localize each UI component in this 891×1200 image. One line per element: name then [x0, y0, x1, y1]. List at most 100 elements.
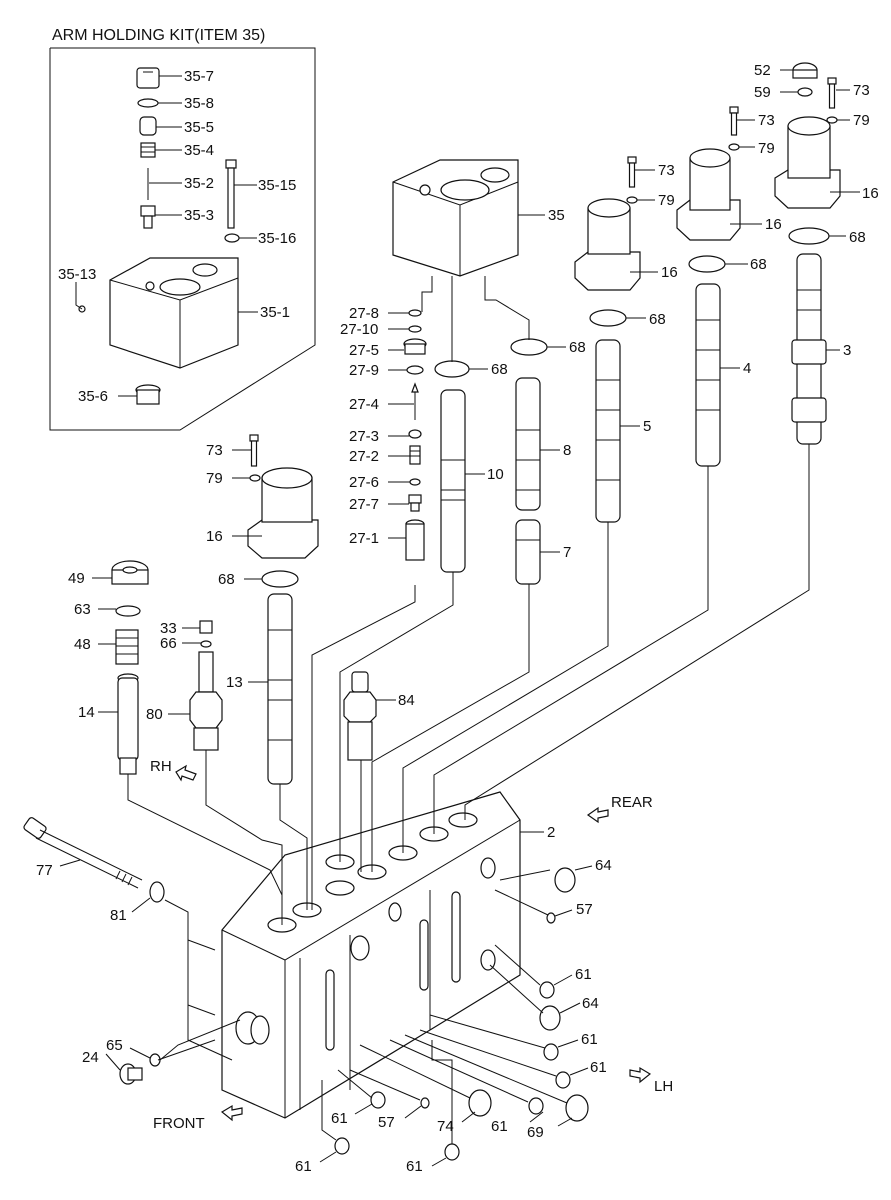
label-48: 48: [74, 636, 91, 653]
part-27-3: [408, 429, 422, 439]
spool-10: [440, 389, 466, 573]
arm-holding-kit-inset: ARM HOLDING KIT(ITEM 35): [49, 27, 316, 431]
label-5: 5: [643, 418, 651, 435]
part-79-b: [626, 196, 638, 204]
seal-57-b: [420, 1097, 430, 1109]
label-35-6: 35-6: [78, 388, 108, 405]
label-27-8: 27-8: [349, 305, 379, 322]
label-79-a: 79: [206, 470, 223, 487]
label-66: 66: [160, 635, 177, 652]
label-24: 24: [82, 1049, 99, 1066]
label-7: 7: [563, 544, 571, 561]
label-68-f: 68: [849, 229, 866, 246]
solenoid-16-c: [676, 148, 741, 241]
part-48: [115, 629, 139, 665]
label-61-a: 61: [575, 966, 592, 983]
part-27-9: [406, 365, 424, 375]
label-35-4: 35-4: [184, 142, 214, 159]
label-35-16: 35-16: [258, 230, 296, 247]
label-79-d: 79: [853, 112, 870, 129]
label-27-1: 27-1: [349, 530, 379, 547]
label-4: 4: [743, 360, 751, 377]
solenoid-16-d: [774, 116, 841, 209]
part-59: [797, 87, 813, 97]
oring-68-d: [589, 309, 627, 327]
label-2: 2: [547, 824, 555, 841]
label-27-10: 27-10: [340, 321, 378, 338]
part-27-4: [411, 382, 419, 420]
label-8: 8: [563, 442, 571, 459]
label-64-a: 64: [595, 857, 612, 874]
part-27-8: [408, 309, 422, 317]
solenoid-16-b: [574, 198, 641, 291]
spool-3: [791, 253, 827, 445]
part-73-c: [729, 106, 739, 136]
part-84: [343, 671, 377, 761]
arm-holding-block-35: [392, 159, 519, 277]
label-leaders: [59, 69, 860, 1167]
label-68-c: 68: [569, 339, 586, 356]
lh-arrow-icon: [629, 1066, 652, 1084]
oring-68-e: [688, 255, 726, 273]
part-33: [199, 620, 213, 634]
label-35-8: 35-8: [184, 95, 214, 112]
part-35-16: [224, 233, 240, 243]
direction-arrow-icons: [175, 764, 652, 1122]
seal-64-b: [539, 1005, 561, 1031]
spool-7: [515, 519, 541, 585]
front-arrow-icon: [220, 1104, 243, 1122]
part-52: [792, 62, 818, 79]
part-73-d: [827, 77, 837, 109]
part-35-7: [136, 67, 160, 89]
part-27-10: [408, 325, 422, 333]
label-10: 10: [487, 466, 504, 483]
label-79-c: 79: [758, 140, 775, 157]
seal-61-d: [528, 1097, 544, 1115]
part-14: [117, 673, 139, 775]
spool-13: [267, 593, 293, 785]
label-35-1: 35-1: [260, 304, 290, 321]
kit-title: ARM HOLDING KIT(ITEM 35): [52, 27, 265, 44]
part-27-2: [409, 445, 421, 465]
rh-arrow-icon: [175, 764, 197, 782]
label-27-3: 27-3: [349, 428, 379, 445]
label-68-a: 68: [218, 571, 235, 588]
part-79-c: [728, 143, 740, 151]
label-61-c: 61: [590, 1059, 607, 1076]
label-65: 65: [106, 1037, 123, 1054]
part-79-a: [249, 474, 261, 482]
label-35-13: 35-13: [58, 266, 96, 283]
oring-68-b: [434, 360, 470, 378]
label-16-d: 16: [862, 185, 879, 202]
solenoid-16-a: [247, 467, 319, 559]
part-63: [115, 605, 141, 617]
part-27-7: [408, 494, 422, 512]
label-73-c: 73: [758, 112, 775, 129]
label-rh: RH: [150, 758, 172, 775]
part-27-5: [403, 338, 427, 355]
part-35-1: [109, 257, 239, 369]
label-68-d: 68: [649, 311, 666, 328]
part-73-b: [627, 156, 637, 188]
label-16-a: 16: [206, 528, 223, 545]
bolt-77: [23, 817, 143, 889]
seal-57-a: [546, 912, 556, 924]
label-74: 74: [437, 1118, 454, 1135]
part-35-4: [140, 142, 156, 158]
label-27-4: 27-4: [349, 396, 379, 413]
label-81: 81: [110, 907, 127, 924]
washer-81: [149, 881, 165, 903]
part-49: [111, 560, 149, 585]
label-27-9: 27-9: [349, 362, 379, 379]
label-27-2: 27-2: [349, 448, 379, 465]
part-35-8: [137, 98, 159, 108]
seal-61-c: [555, 1071, 571, 1089]
part-35-5: [139, 116, 157, 136]
connection-lines: [127, 276, 810, 1144]
part-27-1: [405, 519, 425, 561]
label-14: 14: [78, 704, 95, 721]
part-labels: 52 59 73 79 16 68 3 73 79 16 68 4 73 79 …: [36, 62, 879, 1175]
part-35-15: [225, 159, 237, 229]
label-63: 63: [74, 601, 91, 618]
